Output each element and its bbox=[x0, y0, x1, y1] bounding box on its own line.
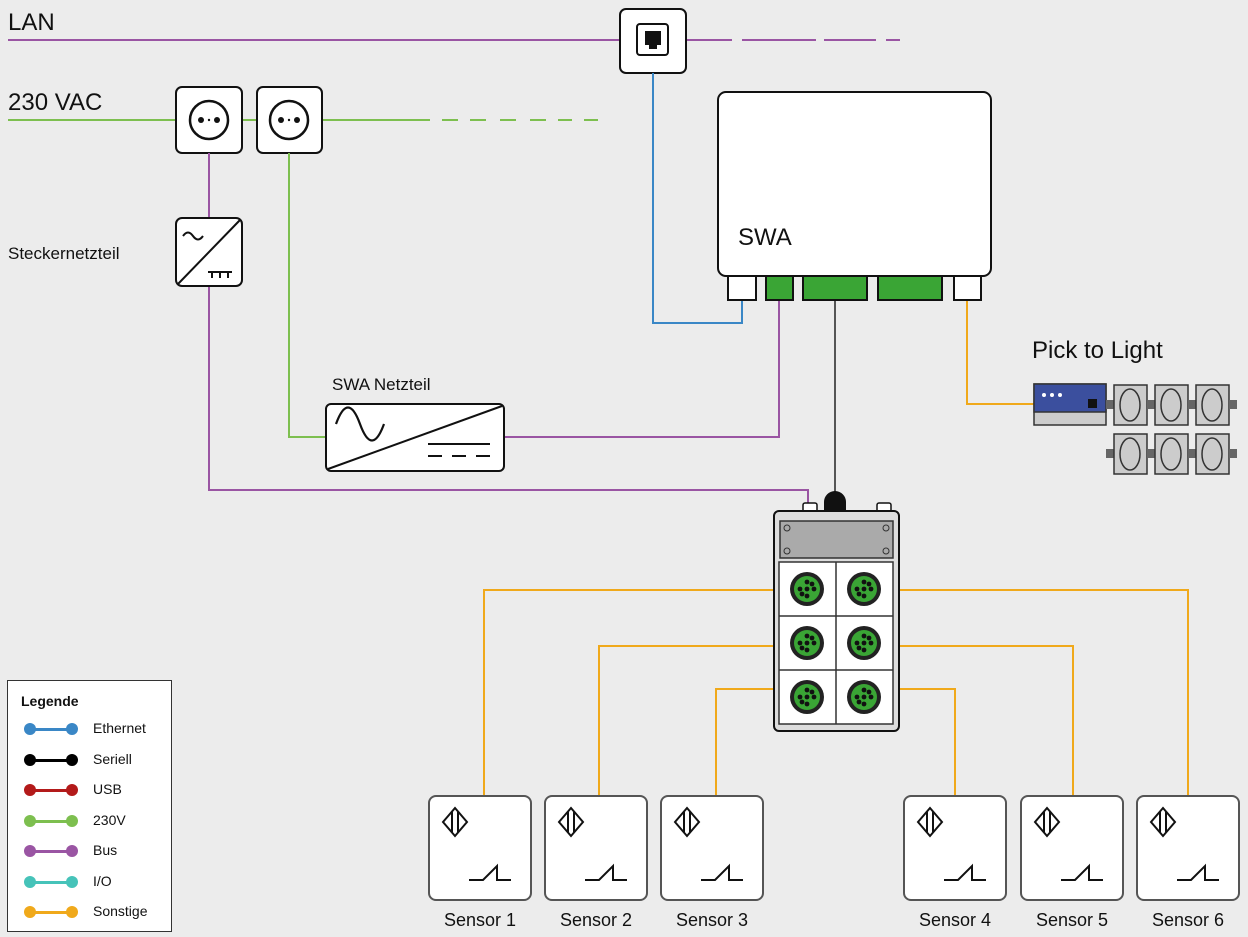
swa-device bbox=[717, 91, 992, 301]
legend-item: Bus bbox=[8, 839, 171, 863]
switch-contact-icon bbox=[1177, 863, 1219, 881]
legend-dot-icon bbox=[66, 906, 78, 918]
bus-cable-2 bbox=[504, 300, 780, 438]
legend-label: Seriell bbox=[93, 750, 132, 767]
proximity-sensor-icon bbox=[441, 806, 469, 838]
sensor-label: Sensor 6 bbox=[1152, 910, 1224, 930]
sensor-5: Sensor 5 bbox=[1020, 795, 1124, 930]
switch-contact-icon bbox=[701, 863, 743, 881]
legend-dot-icon bbox=[66, 723, 78, 735]
legend-line-icon bbox=[28, 728, 72, 731]
legend-dot-icon bbox=[24, 784, 36, 796]
legend-label: Bus bbox=[93, 842, 118, 858]
bus-cable-1 bbox=[208, 286, 809, 510]
swa-netzteil-label: SWA Netzteil bbox=[332, 375, 431, 394]
swa-port-io bbox=[877, 275, 943, 301]
swa-port-ptl bbox=[953, 275, 982, 301]
legend-item: Seriell bbox=[8, 748, 171, 772]
legend-line-icon bbox=[28, 850, 72, 853]
power-cable-netzteil bbox=[288, 153, 326, 438]
power-socket-1-icon bbox=[175, 86, 243, 154]
legend-dot-icon bbox=[24, 845, 36, 857]
m12-port-icon bbox=[847, 626, 881, 660]
proximity-sensor-icon bbox=[673, 806, 701, 838]
legend-item: Ethernet bbox=[8, 717, 171, 741]
lan-socket-icon bbox=[619, 8, 687, 74]
sensor-cables bbox=[483, 589, 1189, 796]
m12-port-icon bbox=[847, 572, 881, 606]
legend-dot-icon bbox=[24, 814, 36, 827]
switch-contact-icon bbox=[585, 863, 627, 881]
legend-line-icon bbox=[28, 880, 72, 884]
m12-port-icon bbox=[790, 626, 824, 660]
ptl-cable bbox=[966, 300, 1034, 405]
sensor-label: Sensor 3 bbox=[676, 910, 748, 930]
sensor-3: Sensor 3 bbox=[660, 795, 764, 930]
legend-dot-icon bbox=[24, 753, 36, 766]
legend-dot-icon bbox=[66, 814, 78, 827]
legend-line-icon bbox=[28, 758, 72, 762]
sensor-6: Sensor 6 bbox=[1136, 795, 1240, 930]
plug-power-supply-icon bbox=[175, 217, 243, 287]
vac-label: 230 VAC bbox=[8, 89, 102, 116]
legend-line-icon bbox=[28, 911, 72, 914]
legend-item: Sonstige bbox=[8, 900, 171, 924]
swa-power-supply-icon bbox=[325, 403, 505, 472]
sensor-label: Sensor 5 bbox=[1036, 910, 1108, 930]
switch-contact-icon bbox=[944, 863, 986, 881]
sensor-label: Sensor 2 bbox=[560, 910, 632, 930]
proximity-sensor-icon bbox=[1033, 806, 1061, 838]
legend-line-icon bbox=[28, 789, 72, 792]
pick-to-light-device bbox=[1033, 383, 1237, 475]
legend-dot-icon bbox=[24, 875, 36, 888]
legend-label: I/O bbox=[93, 872, 112, 889]
legend-title: Legende bbox=[21, 693, 79, 709]
sensor-2: Sensor 2 bbox=[544, 795, 648, 930]
legend-label: Sonstige bbox=[93, 903, 148, 919]
legend-item: I/O bbox=[8, 870, 171, 894]
legend-item: USB bbox=[8, 778, 171, 802]
ethernet-cable bbox=[652, 73, 743, 324]
lan-label: LAN bbox=[8, 9, 55, 36]
m12-port-icon bbox=[790, 572, 824, 606]
swa-port-ethernet bbox=[727, 275, 757, 301]
m12-port-icon bbox=[790, 680, 824, 714]
swa-port-power bbox=[765, 275, 794, 301]
legend-dot-icon bbox=[66, 784, 78, 796]
sensor-label: Sensor 4 bbox=[919, 910, 991, 930]
legend-line-icon bbox=[28, 819, 72, 823]
legend-label: 230V bbox=[93, 811, 126, 828]
proximity-sensor-icon bbox=[557, 806, 585, 838]
sensor-1: Sensor 1 bbox=[428, 795, 532, 930]
swa-label: SWA bbox=[738, 224, 792, 251]
legend-label: USB bbox=[93, 781, 122, 797]
proximity-sensor-icon bbox=[916, 806, 944, 838]
switch-contact-icon bbox=[469, 863, 511, 881]
proximity-sensor-icon bbox=[1149, 806, 1177, 838]
power-socket-2-icon bbox=[256, 86, 323, 154]
sensor-label: Sensor 1 bbox=[444, 910, 516, 930]
legend-dot-icon bbox=[24, 723, 36, 735]
steckernetzteil-label: Steckernetzteil bbox=[8, 244, 120, 263]
legend-dot-icon bbox=[66, 875, 78, 888]
m12-port-icon bbox=[847, 680, 881, 714]
legend-label: Ethernet bbox=[93, 720, 146, 736]
ptl-label: Pick to Light bbox=[1032, 337, 1163, 364]
legend-item: 230V bbox=[8, 809, 171, 833]
legend-dot-icon bbox=[24, 906, 36, 918]
switch-contact-icon bbox=[1061, 863, 1103, 881]
legend-dot-icon bbox=[66, 845, 78, 857]
swa-port-serial bbox=[802, 275, 868, 301]
sensor-4: Sensor 4 bbox=[903, 795, 1007, 930]
m12-connector-icons bbox=[790, 572, 881, 714]
legend-dot-icon bbox=[66, 753, 78, 766]
